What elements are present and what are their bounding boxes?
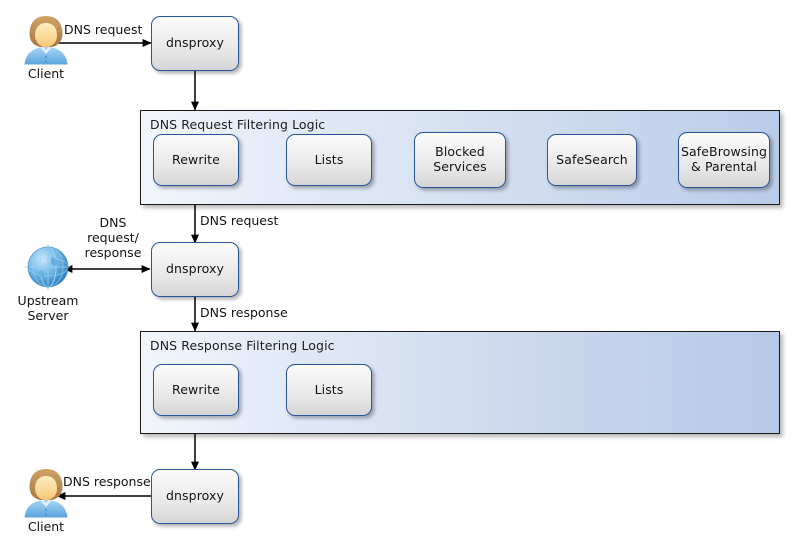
dnsproxy-middle-box[interactable]: dnsproxy <box>151 242 239 297</box>
actor-caption: Upstream Server <box>17 293 79 323</box>
stage-lists-request[interactable]: Lists <box>286 134 372 186</box>
panel-response-filtering: DNS Response Filtering Logic <box>140 331 780 434</box>
dnsproxy-middle-label: dnsproxy <box>165 261 225 277</box>
edge-label-proxy-to-client: DNS response <box>63 474 151 489</box>
actor-client-top: Client <box>10 14 82 82</box>
actor-caption: Client <box>27 519 65 534</box>
stage-blocked-services[interactable]: Blocked Services <box>414 132 506 188</box>
actor-upstream-server: Upstream Server <box>12 241 84 324</box>
stage-label: SafeSearch <box>556 151 628 167</box>
stage-label: SafeBrowsing & Parental <box>680 144 768 174</box>
panel-response-filtering-title: DNS Response Filtering Logic <box>150 338 335 353</box>
dnsproxy-top-box[interactable]: dnsproxy <box>151 16 239 71</box>
user-avatar-icon <box>24 16 68 65</box>
stage-rewrite-request[interactable]: Rewrite <box>153 134 239 186</box>
stage-safebrowsing-parental[interactable]: SafeBrowsing & Parental <box>678 132 770 188</box>
stage-label: Lists <box>314 381 344 397</box>
stage-label: Rewrite <box>172 381 220 397</box>
stage-rewrite-response[interactable]: Rewrite <box>153 364 239 416</box>
panel-request-filtering-title: DNS Request Filtering Logic <box>150 117 326 132</box>
user-avatar-icon <box>24 469 68 518</box>
stage-safesearch[interactable]: SafeSearch <box>547 134 637 186</box>
edge-label-upstream-exchange: DNS request/ response <box>84 215 142 260</box>
globe-icon <box>25 244 71 290</box>
actor-client-bottom: Client <box>10 467 82 535</box>
actor-caption: Client <box>27 66 65 81</box>
stage-label: Blocked Services <box>433 144 487 174</box>
dnsproxy-bottom-label: dnsproxy <box>165 488 225 504</box>
edge-label-proxy-to-response-panel: DNS response <box>200 305 288 320</box>
dnsproxy-top-label: dnsproxy <box>165 35 225 51</box>
stage-lists-response[interactable]: Lists <box>286 364 372 416</box>
edge-label-client-to-proxy: DNS request <box>64 22 143 37</box>
stage-label: Rewrite <box>172 151 220 167</box>
dnsproxy-bottom-box[interactable]: dnsproxy <box>151 469 239 524</box>
edge-label-proxy-to-request-panel: DNS request <box>200 213 279 228</box>
stage-label: Lists <box>314 151 344 167</box>
